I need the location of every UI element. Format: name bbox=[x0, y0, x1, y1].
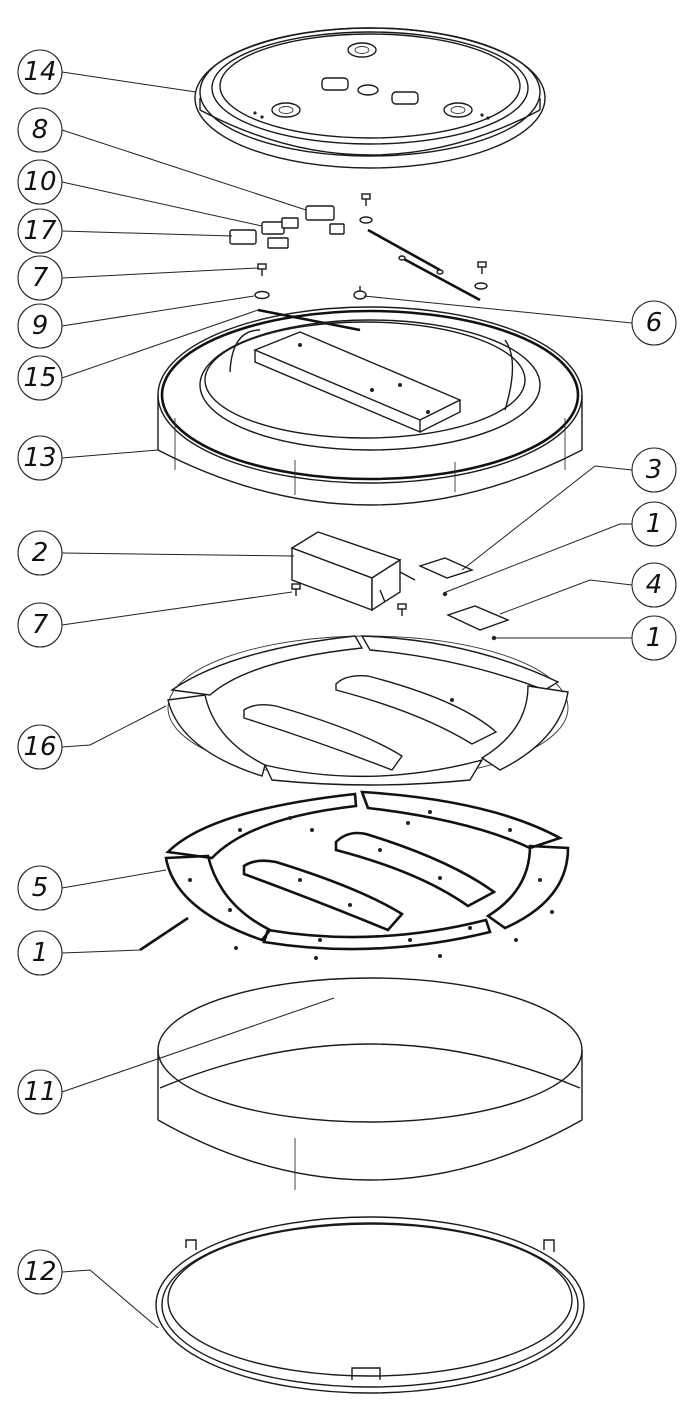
callout-17: 17 bbox=[17, 208, 63, 254]
callout-5: 5 bbox=[17, 865, 63, 911]
svg-text:12: 12 bbox=[23, 1257, 56, 1287]
callout-8: 8 bbox=[17, 107, 63, 153]
callout-1-lower: 1 bbox=[17, 930, 63, 976]
callout-10: 10 bbox=[17, 159, 63, 205]
part-3-board bbox=[418, 557, 474, 579]
svg-text:2: 2 bbox=[32, 538, 49, 568]
callout-14: 14 bbox=[17, 49, 63, 95]
svg-text:13: 13 bbox=[23, 443, 56, 473]
part-6-stud bbox=[353, 286, 367, 300]
svg-text:15: 15 bbox=[23, 363, 56, 393]
svg-text:5: 5 bbox=[32, 873, 49, 903]
svg-text:7: 7 bbox=[32, 610, 49, 640]
part-8-terminal bbox=[305, 205, 335, 221]
callout-4: 4 bbox=[631, 562, 677, 608]
svg-text:14: 14 bbox=[23, 57, 56, 87]
part-7-screw-top bbox=[257, 263, 267, 276]
part-2-driver bbox=[290, 531, 416, 612]
svg-text:1: 1 bbox=[32, 938, 49, 968]
part-1-cable bbox=[139, 916, 189, 952]
callout-12: 12 bbox=[17, 1249, 63, 1295]
callout-3: 3 bbox=[631, 447, 677, 493]
callout-13: 13 bbox=[17, 435, 63, 481]
part-1-screw-b bbox=[491, 635, 497, 641]
cable-1 bbox=[367, 228, 441, 272]
callout-7-lower: 7 bbox=[17, 602, 63, 648]
callout-1-middle: 1 bbox=[631, 615, 677, 661]
part-10-connector bbox=[261, 221, 285, 235]
svg-text:6: 6 bbox=[646, 308, 663, 338]
svg-text:1: 1 bbox=[646, 509, 663, 539]
callout-2: 2 bbox=[17, 530, 63, 576]
svg-text:9: 9 bbox=[32, 311, 49, 341]
part-11-diffuser bbox=[157, 977, 583, 1190]
svg-text:10: 10 bbox=[23, 167, 56, 197]
screw-right bbox=[477, 261, 487, 274]
svg-text:17: 17 bbox=[23, 216, 57, 246]
svg-text:7: 7 bbox=[32, 263, 49, 293]
callout-11: 11 bbox=[17, 1069, 63, 1115]
callout-7-top: 7 bbox=[17, 255, 63, 301]
callout-1-upper: 1 bbox=[631, 501, 677, 547]
callout-16: 16 bbox=[17, 724, 63, 770]
svg-text:4: 4 bbox=[646, 570, 663, 600]
part-12-ring bbox=[155, 1216, 585, 1394]
leader-lines bbox=[61, 71, 633, 1329]
svg-text:16: 16 bbox=[23, 732, 56, 762]
svg-text:3: 3 bbox=[646, 455, 663, 485]
part-16-reflector bbox=[167, 635, 569, 786]
svg-text:1: 1 bbox=[646, 623, 663, 653]
part-4-board bbox=[446, 605, 510, 631]
callout-9: 9 bbox=[17, 303, 63, 349]
part-1-screw-a bbox=[442, 591, 448, 597]
part-14-base-plate bbox=[194, 27, 546, 169]
svg-text:8: 8 bbox=[32, 115, 49, 145]
screw-driver-right bbox=[397, 603, 407, 616]
part-17-block bbox=[229, 229, 257, 245]
callout-15: 15 bbox=[17, 355, 63, 401]
small-parts-cluster bbox=[229, 193, 488, 332]
part-15-wire bbox=[257, 308, 361, 332]
cable-2 bbox=[401, 256, 481, 302]
screw-upper-right bbox=[361, 193, 371, 206]
part-13-housing bbox=[157, 306, 583, 506]
callout-6: 6 bbox=[631, 300, 677, 346]
svg-text:11: 11 bbox=[23, 1077, 56, 1107]
part-9-washer bbox=[254, 290, 270, 300]
part-7-screw-lower bbox=[291, 583, 301, 596]
part-5-led-boards bbox=[139, 790, 570, 960]
